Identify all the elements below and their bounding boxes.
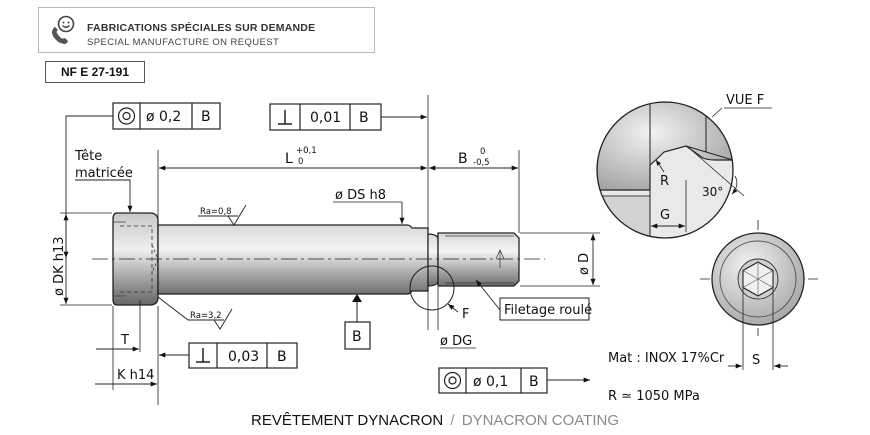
detail-label-f: F xyxy=(462,307,469,322)
svg-text:VUE F: VUE F xyxy=(726,93,764,108)
detail-angle: 30° xyxy=(702,185,723,199)
datum-ref: B xyxy=(529,374,539,390)
strength-note: R ≃ 1050 MPa xyxy=(608,389,700,404)
datum-b-box: B xyxy=(344,294,371,350)
dimension-L: L +0,1 0 xyxy=(285,146,317,167)
perpendicularity-icon xyxy=(278,110,292,125)
custom-manufacture-banner: FABRICATIONS SPÉCIALES SUR DEMANDE SPECI… xyxy=(38,7,375,53)
svg-text:0: 0 xyxy=(480,147,485,157)
thread-note: Filetage roulé xyxy=(499,297,592,321)
tolerance-value: 0,03 xyxy=(228,349,259,365)
coating-caption-en: DYNACRON COATING xyxy=(461,412,619,429)
roughness-bottom: Ra=3,2 xyxy=(190,311,222,321)
svg-text:Filetage roulé: Filetage roulé xyxy=(504,303,592,318)
dimension-D: ø D xyxy=(577,253,592,275)
bolt-illustration xyxy=(112,212,520,306)
coating-caption: REVÊTEMENT DYNACRON / DYNACRON COATING xyxy=(0,412,870,429)
standard-reference-box: NF E 27-191 xyxy=(45,61,145,83)
coating-caption-separator: / xyxy=(450,412,455,429)
tolerance-frame-position-bottom: ø 0,1 B xyxy=(438,367,548,394)
svg-text:B: B xyxy=(458,151,468,167)
tolerance-value: ø 0,1 xyxy=(473,374,508,390)
position-icon xyxy=(117,107,136,125)
datum-ref: B xyxy=(359,110,369,126)
bolt-shoulder xyxy=(157,224,429,295)
phone-smiley-icon xyxy=(52,15,75,44)
tolerance-frame-perpendicularity-top: 0,01 B xyxy=(269,103,382,131)
banner-title-english: SPECIAL MANUFACTURE ON REQUEST xyxy=(87,37,280,48)
svg-text:B: B xyxy=(352,329,362,345)
svg-text:+0,1: +0,1 xyxy=(296,146,317,156)
dimension-DK: ø DK h13 xyxy=(52,236,67,296)
detail-circle-f xyxy=(409,265,455,311)
coating-caption-fr: REVÊTEMENT DYNACRON xyxy=(251,412,444,429)
detail-groove-G: G xyxy=(660,208,670,223)
bolt-head xyxy=(112,212,159,306)
tolerance-value: ø 0,2 xyxy=(146,109,181,125)
position-icon xyxy=(443,371,462,390)
roughness-top: Ra=0,8 xyxy=(200,207,232,217)
svg-text:L: L xyxy=(285,151,293,167)
svg-text:-0,5: -0,5 xyxy=(473,158,490,168)
material-note: Mat : INOX 17%Cr xyxy=(608,351,725,366)
bolt-thread xyxy=(437,232,520,287)
svg-text:0: 0 xyxy=(298,157,303,167)
datum-ref: B xyxy=(277,349,287,365)
banner-title-french: FABRICATIONS SPÉCIALES SUR DEMANDE xyxy=(87,22,316,34)
dimension-B: B 0 -0,5 xyxy=(458,147,490,168)
end-view-hex-socket: S xyxy=(700,220,818,370)
tolerance-frame-position-top: ø 0,2 B xyxy=(112,102,221,130)
detail-view-f: VUE F R G 30° xyxy=(596,93,772,239)
dimension-S: S xyxy=(752,353,760,368)
tolerance-value: 0,01 xyxy=(310,110,341,126)
head-label-line1: Tête xyxy=(74,149,102,164)
dimension-K: K h14 xyxy=(117,368,154,383)
datum-ref: B xyxy=(201,109,211,125)
dimension-DG: ø DG xyxy=(440,334,472,349)
head-label-line2: matricée xyxy=(75,166,133,181)
dimension-T: T xyxy=(120,333,129,348)
tolerance-frame-perpendicularity-bottom: 0,03 B xyxy=(188,342,298,369)
perpendicularity-icon xyxy=(196,348,210,363)
dimension-DS: ø DS h8 xyxy=(335,188,386,203)
detail-radius-R: R xyxy=(660,174,669,189)
